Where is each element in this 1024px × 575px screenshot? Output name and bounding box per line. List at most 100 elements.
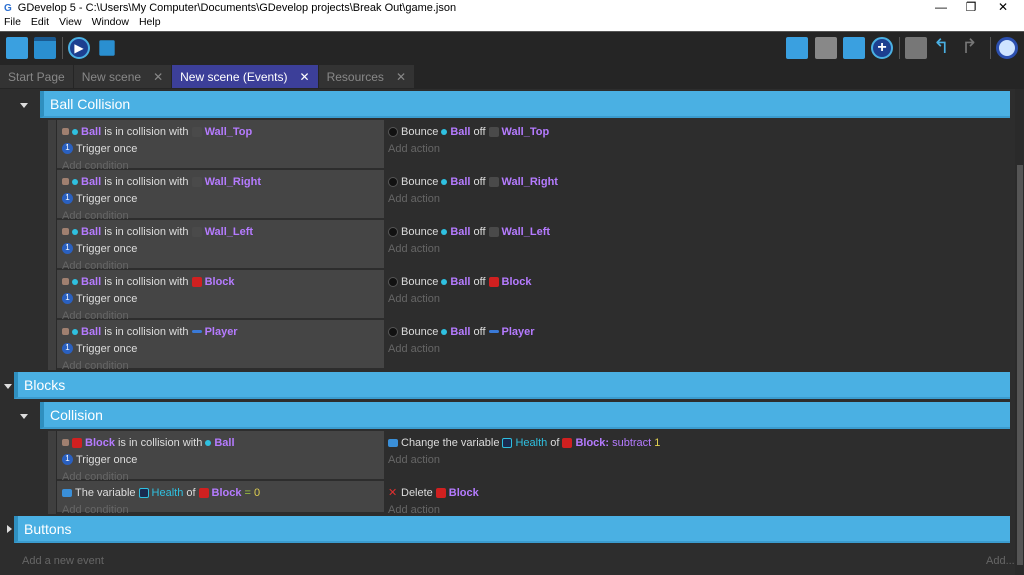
events-sheet: Ball Collision Blocks Collision Buttons … bbox=[0, 89, 1015, 575]
tab-new-scene[interactable]: New scene✕ bbox=[73, 65, 172, 88]
add-condition-link[interactable]: Add condition bbox=[62, 259, 129, 272]
add-condition-link[interactable]: Add condition bbox=[62, 209, 129, 222]
event-drag-handle[interactable] bbox=[48, 270, 57, 320]
object-name: Ball bbox=[214, 436, 235, 449]
menu-file[interactable]: File bbox=[4, 16, 21, 28]
event-drag-handle[interactable] bbox=[48, 481, 57, 514]
scrollbar-thumb[interactable] bbox=[1017, 165, 1023, 565]
add-action-link[interactable]: Add action bbox=[388, 242, 440, 255]
maximize-button[interactable]: ❐ bbox=[965, 0, 977, 14]
instruction-text: off bbox=[473, 125, 486, 138]
add-other-icon[interactable]: + bbox=[871, 37, 893, 59]
redo-icon[interactable]: ↱ bbox=[961, 36, 978, 58]
close-window-button[interactable]: ✕ bbox=[997, 0, 1009, 14]
minimize-button[interactable]: — bbox=[935, 0, 947, 14]
event-drag-handle[interactable] bbox=[48, 220, 57, 270]
add-condition-link[interactable]: Add condition bbox=[62, 470, 129, 483]
collapse-triangle-icon[interactable] bbox=[20, 103, 28, 108]
menu-view[interactable]: View bbox=[59, 16, 82, 28]
add-new-event-link[interactable]: Add a new event bbox=[22, 555, 104, 567]
tab-new-scene-events[interactable]: New scene (Events)✕ bbox=[172, 65, 318, 88]
tab-start-page[interactable]: Start Page bbox=[0, 65, 73, 88]
add-action-link[interactable]: Add action bbox=[388, 142, 440, 155]
close-tab-icon[interactable]: ✕ bbox=[395, 69, 406, 84]
delete-selected-icon[interactable] bbox=[905, 37, 927, 59]
undo-icon[interactable]: ↰ bbox=[933, 36, 950, 58]
event-drag-handle[interactable] bbox=[48, 320, 57, 370]
add-action-link[interactable]: Add action bbox=[388, 503, 440, 516]
instruction-text: is in collision with bbox=[104, 125, 189, 138]
scrollbar[interactable] bbox=[1015, 89, 1024, 575]
block-object-icon bbox=[191, 276, 202, 287]
add-comment-icon[interactable] bbox=[843, 37, 865, 59]
add-action-link[interactable]: Add action bbox=[388, 192, 440, 205]
close-tab-icon[interactable]: ✕ bbox=[299, 69, 310, 84]
group-ball-collision[interactable]: Ball Collision bbox=[40, 91, 1010, 118]
add-menu-button[interactable]: Add... bbox=[986, 555, 1015, 567]
search-icon[interactable] bbox=[996, 37, 1018, 59]
add-condition-link[interactable]: Add condition bbox=[62, 159, 129, 172]
expand-triangle-icon[interactable] bbox=[7, 525, 12, 533]
add-condition-link[interactable]: Add condition bbox=[62, 503, 129, 516]
menu-window[interactable]: Window bbox=[91, 16, 129, 28]
debugger-icon[interactable] bbox=[99, 40, 115, 56]
add-condition-link[interactable]: Add condition bbox=[62, 309, 129, 322]
collapse-triangle-icon[interactable] bbox=[4, 384, 12, 389]
event-drag-handle[interactable] bbox=[48, 170, 57, 220]
menu-help[interactable]: Help bbox=[138, 16, 161, 28]
preview-play-icon[interactable]: ▶ bbox=[68, 37, 90, 59]
collapse-triangle-icon[interactable] bbox=[20, 414, 28, 419]
group-buttons[interactable]: Buttons bbox=[14, 516, 1010, 543]
menu-edit[interactable]: Edit bbox=[30, 16, 50, 28]
player-object-icon bbox=[191, 330, 202, 333]
instruction-text: Bounce bbox=[401, 125, 439, 138]
add-condition-link[interactable]: Add condition bbox=[62, 359, 129, 372]
collision-icon bbox=[62, 178, 69, 185]
add-event-icon[interactable] bbox=[786, 37, 808, 59]
group-blocks[interactable]: Blocks bbox=[14, 372, 1010, 399]
group-collision[interactable]: Collision bbox=[40, 402, 1010, 429]
add-action-link[interactable]: Add action bbox=[388, 453, 440, 466]
add-action-link[interactable]: Add action bbox=[388, 342, 440, 355]
close-tab-icon[interactable]: ✕ bbox=[153, 69, 164, 84]
add-sub-event-icon[interactable] bbox=[815, 37, 837, 59]
event-drag-handle[interactable] bbox=[48, 431, 57, 481]
add-action-link[interactable]: Add action bbox=[388, 292, 440, 305]
project-manager-icon[interactable] bbox=[6, 37, 28, 59]
scene-editor-icon[interactable] bbox=[34, 37, 56, 59]
event-drag-handle[interactable] bbox=[48, 120, 57, 170]
delete-icon: ✕ bbox=[388, 486, 398, 499]
ball-object-icon bbox=[205, 439, 212, 446]
variable-scope-icon bbox=[138, 487, 149, 498]
instruction-text: of bbox=[186, 486, 196, 499]
tab-resources[interactable]: Resources✕ bbox=[318, 65, 414, 88]
